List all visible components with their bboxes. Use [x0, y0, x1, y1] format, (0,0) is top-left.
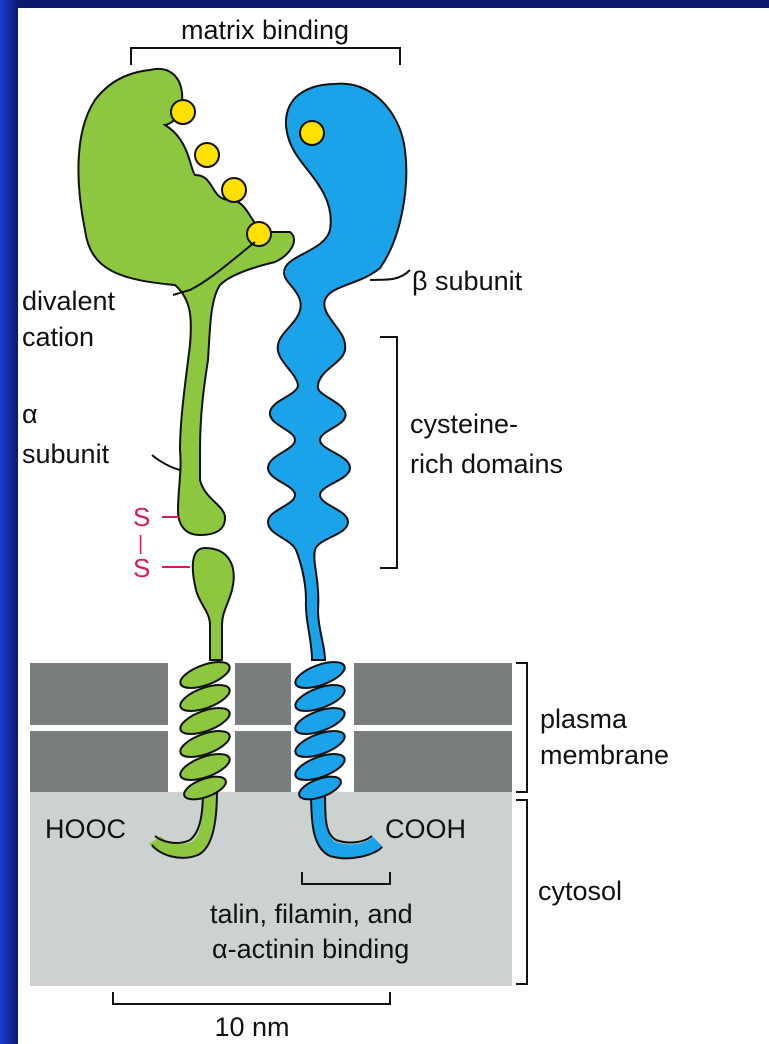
alpha-symbol-label: α — [22, 399, 38, 429]
alpha-leader — [152, 455, 180, 470]
cytosol-bracket — [516, 800, 527, 984]
talin-label-line2: α-actinin binding — [212, 934, 409, 964]
divalent-cation-label-line2: cation — [22, 322, 94, 352]
cysteine-bracket — [380, 337, 397, 568]
disulfide-bond: | — [138, 533, 143, 555]
alpha-lower — [193, 548, 234, 660]
plasma-membrane-label-line1: plasma — [540, 704, 628, 734]
cytosol-label: cytosol — [538, 876, 622, 906]
cation-3 — [222, 178, 246, 202]
cysteine-label-line1: cysteine- — [410, 409, 518, 439]
talin-label-line1: talin, filamin, and — [210, 899, 413, 929]
alpha-subunit-label: subunit — [22, 439, 110, 469]
matrix-binding-bracket — [131, 48, 400, 65]
cysteine-label-line2: rich domains — [410, 449, 563, 479]
disulfide-s-top: S — [133, 502, 150, 532]
scale-bar — [113, 992, 390, 1004]
divalent-cation-label-line1: divalent — [22, 286, 116, 316]
cation-1 — [171, 100, 195, 124]
cooh-label: COOH — [385, 814, 466, 844]
plasma-membrane-label-line2: membrane — [540, 740, 669, 770]
plasma-membrane — [30, 663, 512, 792]
plasma-bracket — [516, 663, 527, 792]
cation-4 — [247, 222, 271, 246]
cation-5 — [300, 121, 324, 145]
matrix-binding-label: matrix binding — [181, 15, 349, 45]
scale-label: 10 nm — [214, 1012, 289, 1042]
alpha-helix — [177, 657, 233, 804]
disulfide-s-bottom: S — [133, 553, 150, 583]
beta-helix — [292, 657, 348, 804]
cation-2 — [195, 143, 219, 167]
beta-head — [268, 84, 406, 660]
hooc-label: HOOC — [45, 814, 126, 844]
beta-subunit-label: β subunit — [412, 266, 523, 296]
